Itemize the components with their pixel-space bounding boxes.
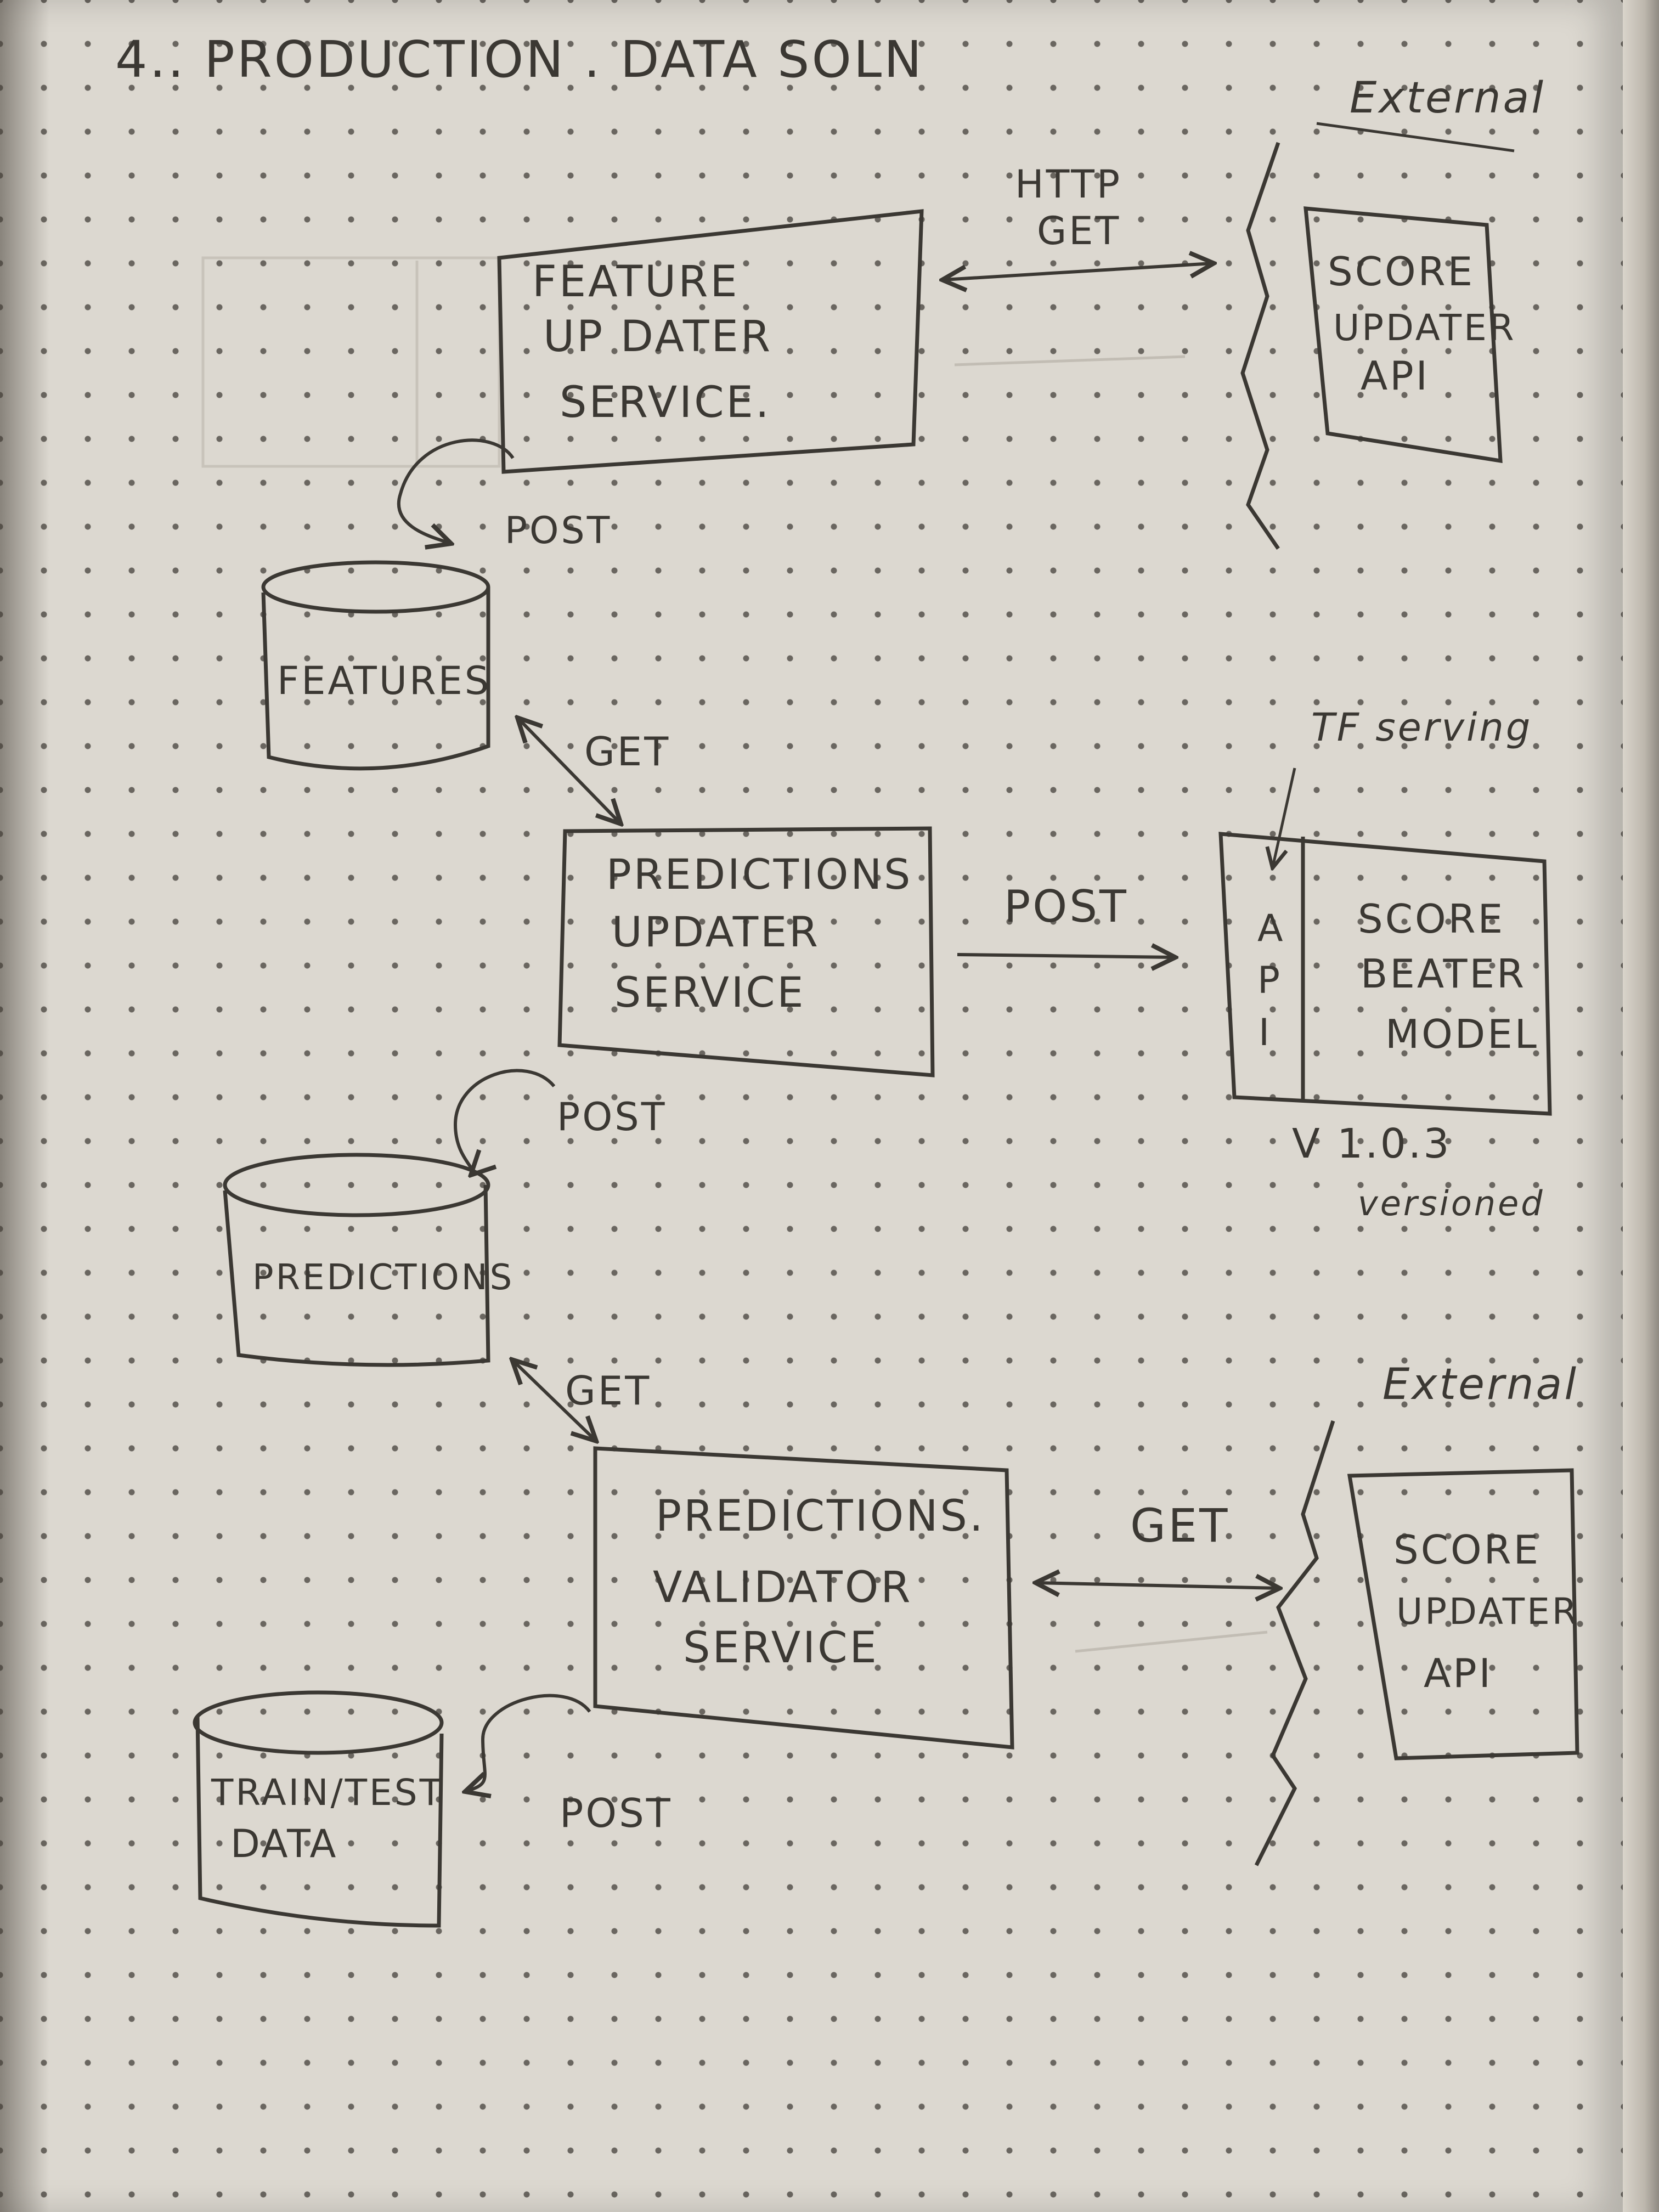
score-updater-bottom-line-2: UPDATER <box>1396 1590 1579 1633</box>
post-arrow-model <box>957 955 1174 957</box>
validator-line-3: SERVICE <box>683 1623 879 1673</box>
score-updater-api-bottom-box: SCORE UPDATER API <box>1347 1468 1579 1760</box>
get-arrow-predictions <box>513 1361 595 1440</box>
post-label-model: POST <box>1004 881 1128 932</box>
get-label-top: GET <box>1037 208 1121 253</box>
features-label: FEATURES <box>277 658 491 703</box>
score-updater-top-line-2: UPDATER <box>1333 307 1516 349</box>
predictions-updater-service-box: PREDICTIONS UPDATER SERVICE <box>557 826 935 1077</box>
feature-updater-service-box: FEATURE UP DATER SERVICE. <box>497 209 924 474</box>
external-underline-top <box>1316 122 1515 153</box>
score-beater-line-2: BEATER <box>1361 951 1526 997</box>
erased-box <box>201 256 501 468</box>
feature-updater-line-1: FEATURE <box>532 257 740 307</box>
faint-return-arrow <box>954 355 1186 366</box>
get-arrow-features <box>518 719 620 823</box>
post-loop-train-test <box>466 1694 591 1791</box>
score-beater-line-1: SCORE <box>1358 896 1505 942</box>
feature-updater-line-2: UP DATER <box>543 312 772 362</box>
external-boundary-top <box>1240 142 1280 550</box>
external-label-bottom: External <box>1383 1360 1578 1409</box>
faint-return-arrow-bottom <box>1075 1630 1268 1653</box>
validator-line-2: VALIDATOR <box>653 1563 912 1612</box>
get-label-predictions: GET <box>565 1368 651 1414</box>
train-test-database: TRAIN/TEST DATA <box>193 1690 444 1928</box>
external-boundary-bottom <box>1254 1420 1335 1866</box>
predictions-updater-line-2: UPDATER <box>612 907 820 956</box>
validator-line-1: PREDICTIONS. <box>656 1492 985 1541</box>
score-updater-api-top-box: SCORE UPDATER API <box>1304 206 1516 464</box>
post-label-features: POST <box>505 509 612 552</box>
post-label-predictions: POST <box>557 1094 667 1139</box>
api-strip-p: P <box>1257 959 1282 1002</box>
post-loop-features <box>397 438 515 543</box>
external-label-top: External <box>1350 74 1545 123</box>
score-beater-line-3: MODEL <box>1385 1011 1539 1057</box>
score-updater-bottom-line-3: API <box>1424 1650 1493 1696</box>
tf-serving-label: TF serving <box>1311 705 1532 750</box>
score-updater-top-line-1: SCORE <box>1328 249 1475 295</box>
get-arrow-external <box>1037 1583 1278 1588</box>
page-shadow <box>0 0 49 2212</box>
predictions-database: PREDICTIONS <box>223 1153 514 1367</box>
api-strip-i: I <box>1259 1011 1272 1054</box>
get-label-external: GET <box>1130 1499 1229 1553</box>
http-get-arrow <box>944 263 1212 280</box>
train-test-line-1: TRAIN/TEST <box>211 1771 444 1814</box>
post-loop-predictions <box>453 1069 556 1174</box>
score-updater-top-line-3: API <box>1361 353 1430 399</box>
predictions-db-label: PREDICTIONS <box>252 1257 514 1298</box>
tf-serving-pointer <box>1273 768 1296 867</box>
post-label-train-test: POST <box>560 1790 673 1836</box>
page-title: 4.. PRODUCTION . DATA SOLN <box>115 30 924 89</box>
predictions-validator-service-box: PREDICTIONS. VALIDATOR SERVICE <box>593 1446 1014 1750</box>
api-strip-a: A <box>1257 907 1285 950</box>
predictions-updater-line-3: SERVICE <box>614 968 805 1017</box>
train-test-line-2: DATA <box>230 1821 338 1866</box>
page-edge <box>1623 0 1659 2212</box>
versioned-label: versioned <box>1358 1183 1545 1223</box>
score-updater-bottom-line-1: SCORE <box>1393 1527 1541 1573</box>
get-label-features: GET <box>584 729 670 775</box>
score-beater-model-box: A P I SCORE BEATER MODEL <box>1218 832 1552 1116</box>
http-label: HTTP <box>1015 162 1122 207</box>
feature-updater-line-3: SERVICE. <box>560 378 771 427</box>
features-database: FEATURES <box>261 560 491 771</box>
predictions-updater-line-1: PREDICTIONS <box>606 850 912 899</box>
version-label: V 1.0.3 <box>1292 1120 1451 1167</box>
